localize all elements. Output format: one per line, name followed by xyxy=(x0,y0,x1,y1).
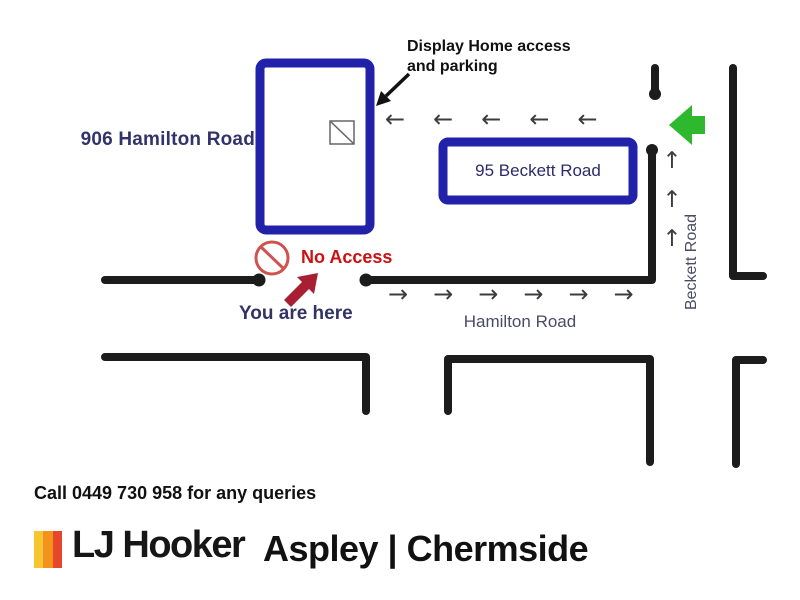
hamilton-east-arrows: → → → → → → xyxy=(388,280,634,308)
left-arrow-icon: ← xyxy=(577,105,598,133)
contact-phone-line: Call 0449 730 958 for any queries xyxy=(34,483,317,503)
road-beckett-east-kerb-south xyxy=(732,356,767,468)
no-access-label: No Access xyxy=(301,247,393,267)
property-906-label: 906 Hamilton Road xyxy=(80,129,255,150)
left-arrow-icon: ← xyxy=(433,105,454,133)
office-name: Aspley | Chermside xyxy=(263,528,589,569)
rear-lane-west-arrows: ← ← ← ← ← xyxy=(385,105,598,133)
property-95-label: 95 Beckett Road xyxy=(475,161,601,180)
right-arrow-icon: → xyxy=(568,280,589,308)
right-arrow-icon: → xyxy=(478,280,499,308)
right-arrow-icon: → xyxy=(388,280,409,308)
kerb-end-dot xyxy=(252,273,266,287)
red-northeast-arrow-icon xyxy=(284,273,318,307)
kerb-end-dot xyxy=(359,273,373,287)
road-hamilton-south-kerb-middle xyxy=(444,355,654,466)
building-95-beckett-road xyxy=(438,137,638,205)
left-arrow-icon: ← xyxy=(481,105,502,133)
right-arrow-icon: → xyxy=(613,280,634,308)
hamilton-road-label: Hamilton Road xyxy=(463,312,577,331)
road-beckett-east-kerb-north xyxy=(729,64,767,280)
up-arrow-icon: ↑ xyxy=(662,187,682,213)
left-arrow-icon: ← xyxy=(385,105,406,133)
up-arrow-icon: ↑ xyxy=(662,148,682,174)
road-hamilton-south-kerb-west xyxy=(101,353,370,415)
road-hamilton-north-kerb-east xyxy=(362,146,656,284)
kerb-end-dot xyxy=(649,88,661,100)
logo-stripe-red xyxy=(52,531,62,568)
logo-stripe-orange xyxy=(43,531,53,568)
green-left-arrow-icon xyxy=(669,105,705,145)
square-diagonal-marker-icon xyxy=(329,120,355,145)
logo-stripe-yellow xyxy=(34,531,44,568)
black-southwest-arrow-icon xyxy=(376,72,411,106)
beckett-north-arrows: ↑ ↑ ↑ xyxy=(660,150,684,251)
building-906-hamilton-road xyxy=(255,58,375,235)
display-home-access-label: Display Home access and parking xyxy=(407,38,571,75)
you-are-here-label: You are here xyxy=(239,303,353,324)
beckett-road-label: Beckett Road xyxy=(683,213,700,311)
right-arrow-icon: → xyxy=(433,280,454,308)
left-arrow-icon: ← xyxy=(529,105,550,133)
kerb-end-dot xyxy=(646,144,658,156)
no-entry-icon xyxy=(254,240,290,276)
brand-name: LJ Hooker xyxy=(72,524,246,566)
right-arrow-icon: → xyxy=(523,280,544,308)
up-arrow-icon: ↑ xyxy=(662,226,682,252)
ljhooker-logo-icon xyxy=(34,531,62,568)
road-lines xyxy=(101,64,767,468)
